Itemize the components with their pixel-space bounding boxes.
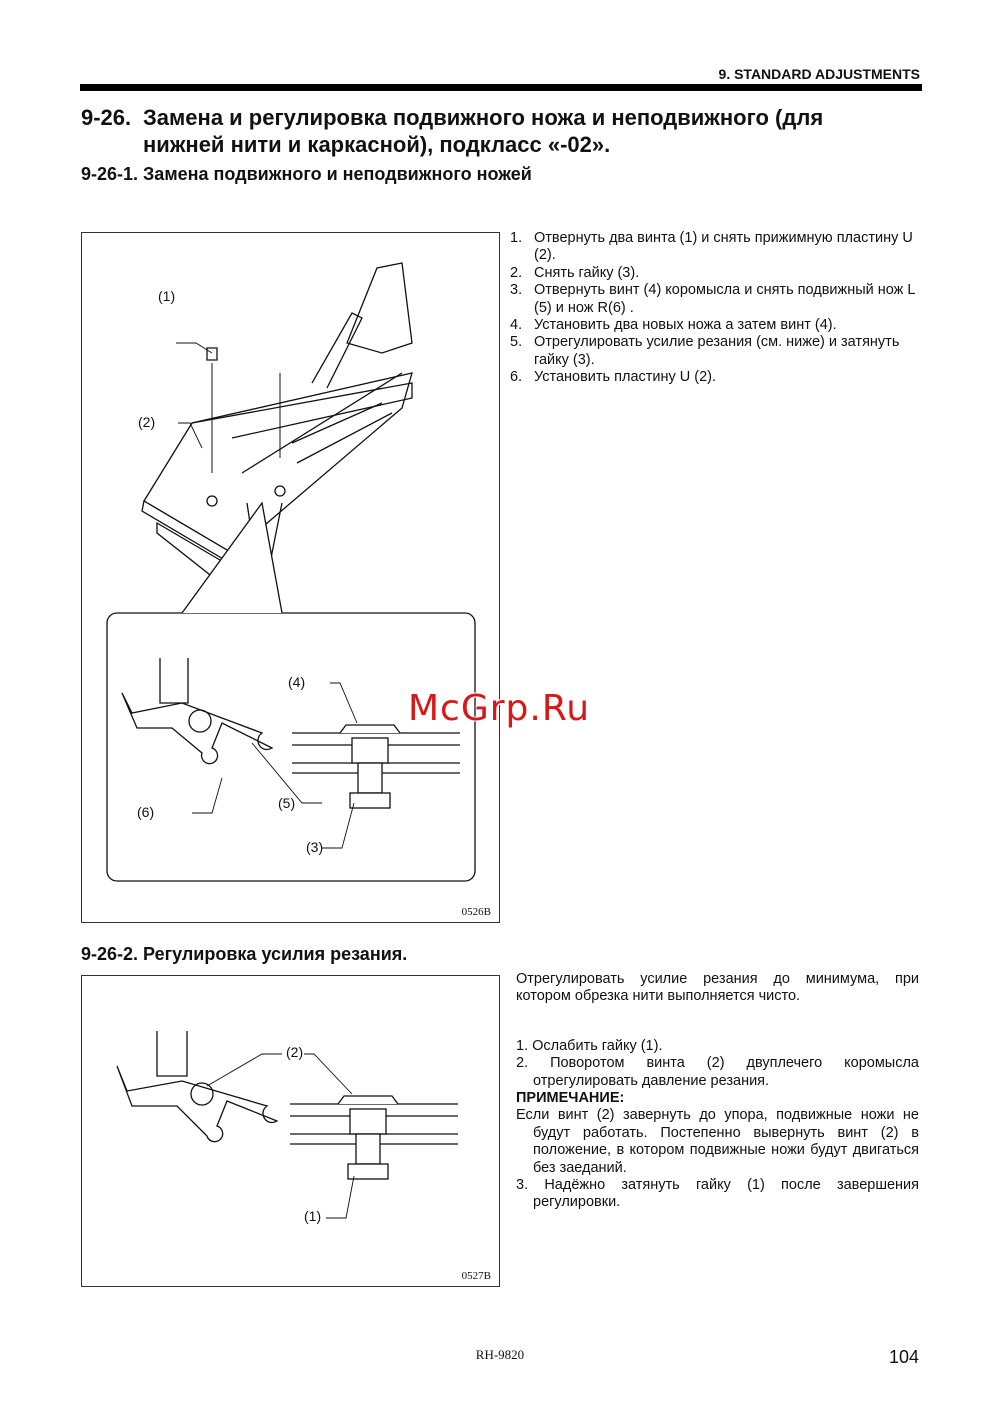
step-item: 5.Отрегулировать усилие резания (см. ниж… — [510, 334, 900, 368]
figure-cutting-force: (2) (1) 0527B — [81, 975, 500, 1287]
callout-1: (1) — [158, 288, 176, 304]
step-1: 1. Ослабить гайку (1). — [516, 1037, 663, 1054]
footer-model: RH-9820 — [475, 1347, 525, 1362]
replacement-steps: 1.Отвернуть два винта (1) и снять прижим… — [510, 230, 919, 387]
adjustment-text: Отрегулировать усилие резания до минимум… — [516, 971, 919, 1212]
intro-paragraph: Отрегулировать усилие резания до минимум… — [516, 971, 919, 1005]
callout-6: (6) — [137, 804, 155, 820]
step-2: 2. Поворотом винта (2) двуплечего коромы… — [516, 1055, 919, 1089]
callout-2: (2) — [138, 414, 156, 430]
figure-code: 0527B — [461, 1270, 491, 1282]
step-item: 2.Снять гайку (3). — [510, 264, 640, 281]
cutting-adjustment-illustration — [116, 1031, 458, 1219]
note-label: ПРИМЕЧАНИЕ: — [516, 1090, 625, 1107]
section1-heading: 9-26-1. Замена подвижного и неподвижного… — [81, 164, 532, 184]
callout-1: (1) — [304, 1208, 322, 1224]
page-title: 9-26. Замена и регулировка подвижного нож… — [81, 104, 919, 158]
knife-assembly-illustration — [106, 262, 476, 882]
callout-3: (3) — [306, 839, 324, 855]
callout-4: (4) — [288, 674, 306, 690]
note-text: Если винт (2) завернуть до упора, подвиж… — [516, 1107, 919, 1176]
figure-code: 0526B — [461, 906, 491, 918]
title-line1: Замена и регулировка подвижного ножа и н… — [143, 105, 824, 130]
step-item: 3.Отвернуть винт (4) коромысла и снять п… — [510, 282, 915, 316]
step-item: 4.Установить два новых ножа а затем винт… — [510, 317, 837, 334]
title-line2: нижней нити и каркасной), подкласс «-02»… — [143, 132, 611, 157]
page-number: 104 — [888, 1347, 919, 1367]
watermark: McGrp.Ru — [408, 688, 591, 729]
figure-knife-replacement: (1) (2) (3) (4) (5) (6) 0526B — [81, 232, 500, 923]
step-item: 1.Отвернуть два винта (1) и снять прижим… — [510, 230, 913, 264]
step-item: 6.Установить пластину U (2). — [510, 369, 717, 386]
step-3: 3. Надёжно затянуть гайку (1) после заве… — [516, 1177, 919, 1211]
title-number: 9-26. — [81, 105, 132, 130]
callout-2: (2) — [286, 1044, 304, 1060]
header-rule — [80, 84, 922, 91]
running-header: 9. STANDARD ADJUSTMENTS — [718, 66, 920, 82]
callout-5: (5) — [278, 795, 296, 811]
section2-heading: 9-26-2. Регулировка усилия резания. — [81, 944, 408, 964]
